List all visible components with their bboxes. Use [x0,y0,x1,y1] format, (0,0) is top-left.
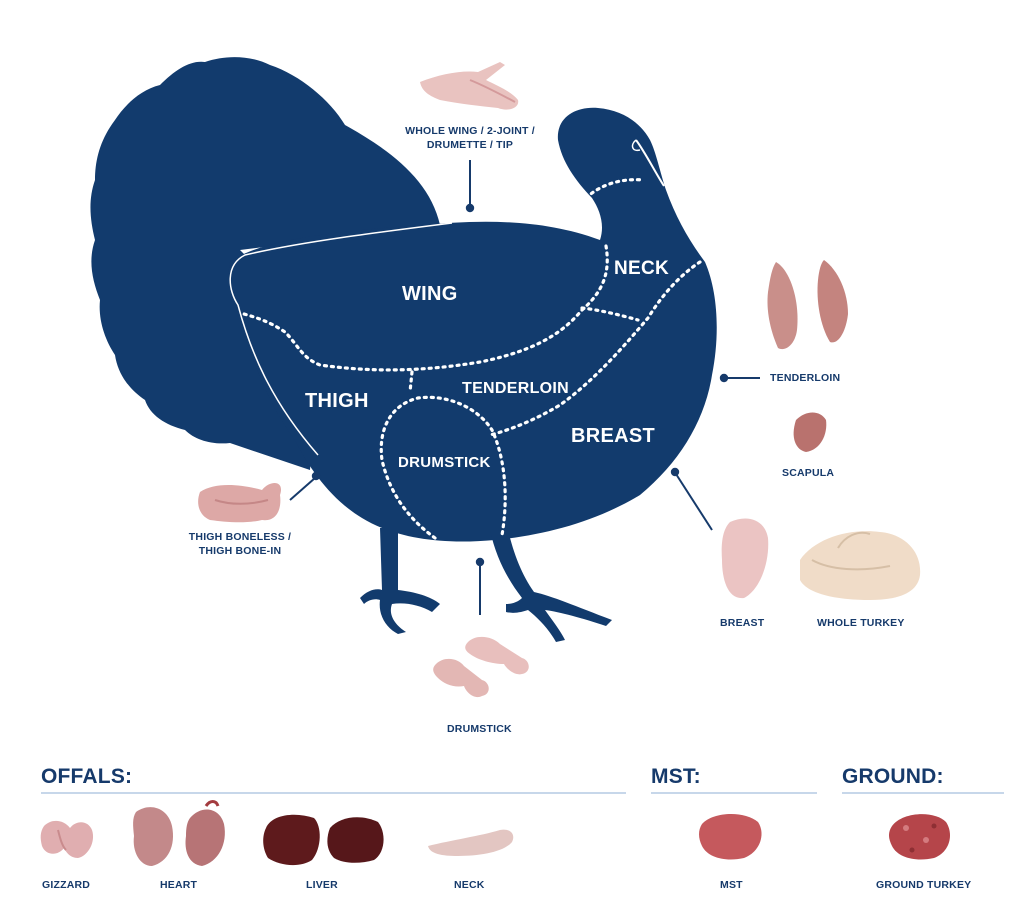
thigh-product-image [198,483,281,523]
mst-label: MST [720,879,743,891]
scapula-label: SCAPULA [782,467,835,479]
whole-wing-label-line2: DRUMETTE / TIP [426,139,514,151]
cut-label-drumstick: DRUMSTICK [398,454,491,471]
heart-image [133,800,225,866]
whole-wing-label-line1: WHOLE WING / 2-JOINT / [405,125,535,137]
mst-divider [651,792,817,794]
liver-image [263,814,384,866]
wing-outline [229,222,453,456]
cut-label-neck: NECK [614,258,670,279]
drumstick-product-image [433,636,529,698]
offals-divider [41,792,626,794]
heart-label: HEART [160,879,198,891]
drumstick-label: DRUMSTICK [447,723,512,735]
ground-heading: GROUND: [842,765,944,788]
mst-image [699,813,762,860]
offals-heading: OFFALS: [41,765,133,788]
turkey-silhouette [90,57,717,642]
product-images [40,62,950,866]
tenderloin-label: TENDERLOIN [770,372,841,384]
gizzard-image [40,820,94,858]
neck-image [428,829,514,856]
turkey-body [228,107,717,542]
thigh-label-line2: THIGH BONE-IN [198,545,282,557]
scapula-product-image [793,412,827,452]
thigh-label: THIGH BONELESS / THIGH BONE-IN [180,530,300,558]
ground-turkey-image [889,814,950,860]
ground-divider [842,792,1004,794]
thigh-label-line1: THIGH BONELESS / [188,531,292,543]
cut-label-breast: BREAST [571,425,656,447]
whole-wing-label: WHOLE WING / 2-JOINT / DRUMETTE / TIP [400,124,540,152]
breast-label: BREAST [720,617,765,629]
eye-detail [631,139,641,152]
cut-label-tenderloin: TENDERLOIN [462,380,569,397]
left-leg [360,528,440,634]
liver-label: LIVER [306,879,338,891]
callout-lines [289,160,760,615]
mst-heading: MST: [651,765,701,788]
gizzard-label: GIZZARD [42,879,91,891]
cut-lines [242,178,702,540]
cut-label-wing: WING [402,283,458,305]
wing-product-image [420,62,519,110]
whole-turkey-product-image [800,531,921,600]
whole-turkey-label: WHOLE TURKEY [817,617,905,629]
cut-label-thigh: THIGH [305,390,369,412]
neck-label: NECK [454,879,485,891]
tail-feathers [90,57,440,471]
tenderloin-product-image [767,260,848,350]
ground-turkey-label: GROUND TURKEY [876,879,972,891]
right-leg [490,530,612,642]
head-detail [635,139,665,187]
breast-product-image [721,518,769,599]
